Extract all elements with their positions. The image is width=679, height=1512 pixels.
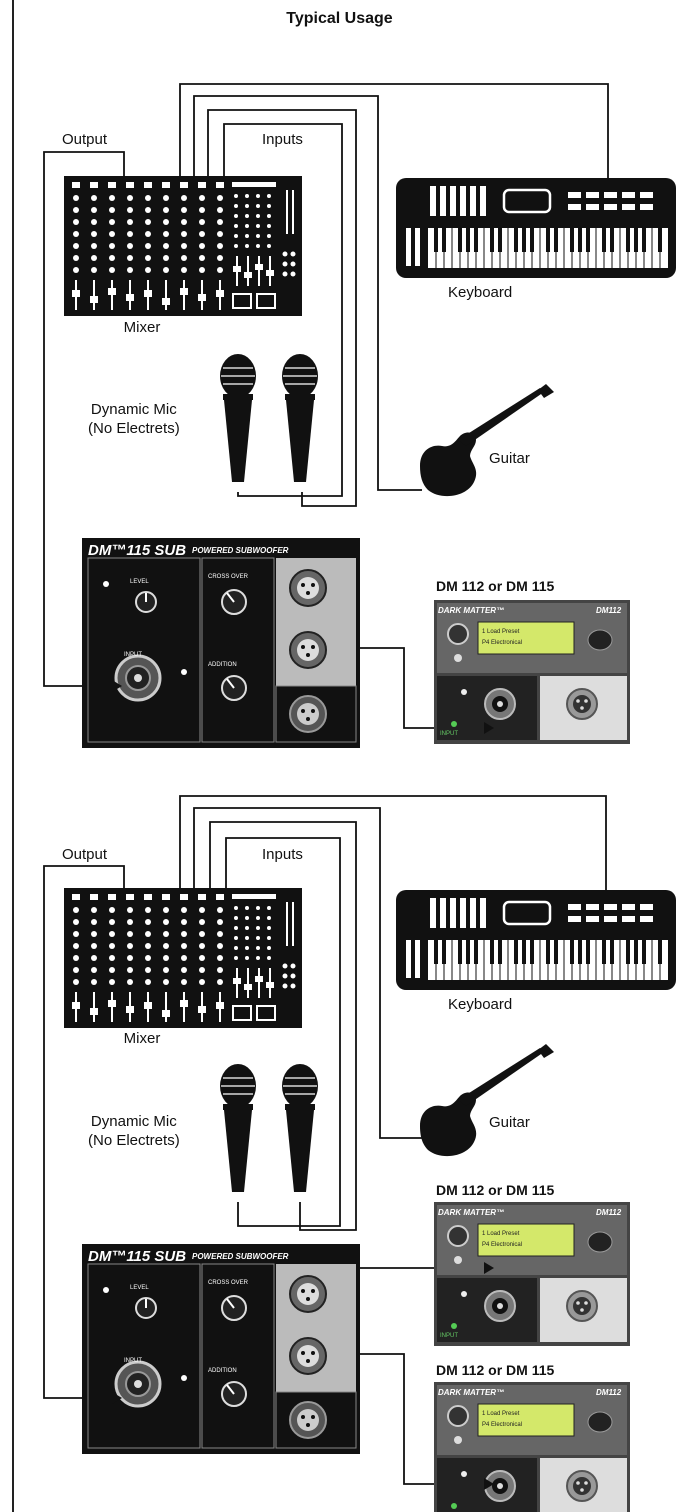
dm2-lcd-line2: P4 Electronical <box>482 1242 522 1248</box>
dm2-lcd-line1: 1 Load Preset <box>482 1231 520 1237</box>
inputs-label-1: Inputs <box>262 131 303 148</box>
dynamic-mic-1b <box>282 354 318 482</box>
dynamic-mic-label-1: Dynamic Mic (No Electrets) <box>88 400 180 438</box>
sub1-type: POWERED SUBWOOFER <box>192 546 289 555</box>
dynamic-mic-label-1-line2: (No Electrets) <box>88 419 180 438</box>
dm3-lcd-line1: 1 Load Preset <box>482 1411 520 1417</box>
dm1-brand: DARK MATTER™ <box>438 606 504 615</box>
mixer-1 <box>64 176 302 316</box>
dm2-input: INPUT <box>440 1333 458 1339</box>
dynamic-mic-label-2-line2: (No Electrets) <box>88 1131 180 1150</box>
sub2-type: POWERED SUBWOOFER <box>192 1252 289 1261</box>
keyboard-label-1: Keyboard <box>448 284 512 301</box>
dm-speaker-1 <box>434 600 630 744</box>
guitar-1 <box>420 384 554 496</box>
dynamic-mic-label-1-line1: Dynamic Mic <box>88 400 180 419</box>
dm2-model: DM112 <box>596 1208 622 1217</box>
dm-model-label-3: DM 112 or DM 115 <box>436 1362 554 1378</box>
dm3-brand: DARK MATTER™ <box>438 1388 504 1397</box>
subwoofer-2 <box>82 1244 360 1454</box>
dynamic-mic-label-2: Dynamic Mic (No Electrets) <box>88 1112 180 1150</box>
keyboard-2 <box>396 890 676 990</box>
dm1-lcd-line1: 1 Load Preset <box>482 629 520 635</box>
guitar-2 <box>420 1044 554 1156</box>
mixer-label-2: Mixer <box>124 1030 161 1047</box>
sub1-model: DM™115 SUB <box>88 542 186 559</box>
mixer-label-1: Mixer <box>124 319 161 336</box>
output-label-2: Output <box>62 846 107 863</box>
subwoofer-1 <box>82 538 360 748</box>
inputs-label-2: Inputs <box>262 846 303 863</box>
dynamic-mic-2b <box>282 1064 318 1192</box>
keyboard-1 <box>396 178 676 278</box>
sub2-level: LEVEL <box>130 1285 149 1291</box>
sub2-crossover: CROSS OVER <box>208 1280 249 1286</box>
dm-model-label-1: DM 112 or DM 115 <box>436 578 554 594</box>
sub1-input: INPUT <box>124 652 142 658</box>
dm-speaker-3 <box>434 1382 630 1512</box>
dynamic-mic-1a <box>220 354 256 482</box>
dm2-brand: DARK MATTER™ <box>438 1208 504 1217</box>
sub2-model: DM™115 SUB <box>88 1248 186 1265</box>
sub1-addition: ADDITION <box>208 662 237 668</box>
dynamic-mic-2a <box>220 1064 256 1192</box>
sub1-crossover: CROSS OVER <box>208 574 249 580</box>
output-label-1: Output <box>62 131 107 148</box>
mixer-2 <box>64 888 302 1028</box>
sub2-addition: ADDITION <box>208 1368 237 1374</box>
dm1-lcd-line2: P4 Electronical <box>482 640 522 646</box>
sub2-input: INPUT <box>124 1358 142 1364</box>
keyboard-label-2: Keyboard <box>448 996 512 1013</box>
dm-model-label-2: DM 112 or DM 115 <box>436 1182 554 1198</box>
guitar-label-1: Guitar <box>489 450 530 467</box>
dm3-lcd-line2: P4 Electronical <box>482 1422 522 1428</box>
dm-speaker-2 <box>434 1202 630 1346</box>
dynamic-mic-label-2-line1: Dynamic Mic <box>88 1112 180 1131</box>
dm3-model: DM112 <box>596 1388 622 1397</box>
dm1-model: DM112 <box>596 606 622 615</box>
dm1-input: INPUT <box>440 731 458 737</box>
sub1-level: LEVEL <box>130 579 149 585</box>
guitar-label-2: Guitar <box>489 1114 530 1131</box>
